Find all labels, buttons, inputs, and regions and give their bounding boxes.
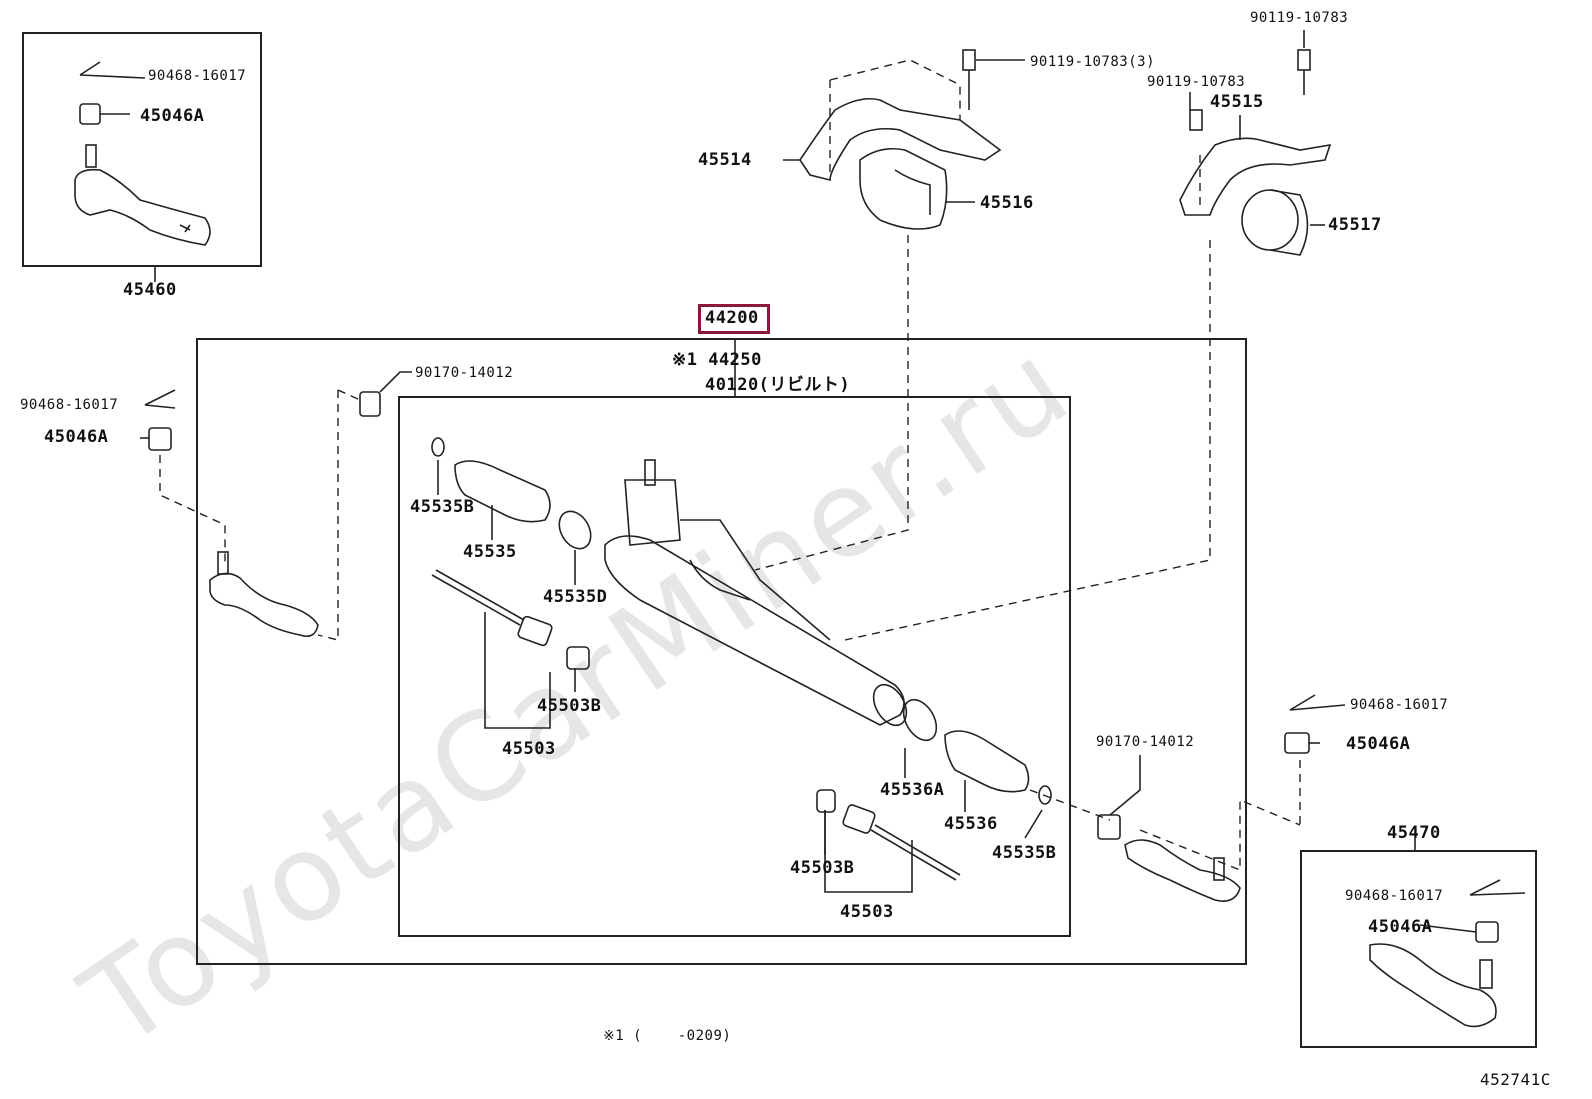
clip-left-label[interactable]: 45535B xyxy=(410,497,475,517)
left-nut-label[interactable]: 45046A xyxy=(44,427,109,447)
right-inset-title[interactable]: 45470 xyxy=(1387,823,1441,843)
bushing-right-label[interactable]: 45517 xyxy=(1328,215,1382,235)
clamp-left-label[interactable]: 45535D xyxy=(543,587,608,607)
bushing-left xyxy=(859,147,948,230)
tierod-left-label[interactable]: 45503 xyxy=(502,739,556,759)
washer-right-label[interactable]: 45503B xyxy=(790,858,855,878)
left-inset-tie-rod-end xyxy=(74,61,211,246)
assembly-inner-box xyxy=(398,396,1071,937)
right-inset-box xyxy=(1300,850,1537,1048)
boot-right-label[interactable]: 45536 xyxy=(944,814,998,834)
left-tie-rod xyxy=(431,569,590,670)
main-part-number[interactable]: 44200 xyxy=(705,308,759,328)
right-nut-label[interactable]: 45046A xyxy=(1346,734,1411,754)
bushing-left-label[interactable]: 45516 xyxy=(980,193,1034,213)
left-cotter-label[interactable]: 90468-16017 xyxy=(20,397,119,413)
diagram-code: 452741C xyxy=(1480,1070,1551,1089)
right-tie-rod xyxy=(816,789,961,881)
left-inset-cotter-label[interactable]: 90468-16017 xyxy=(148,68,247,84)
right-boot xyxy=(902,698,1052,805)
bolt-top-right-label[interactable]: 90119-10783 xyxy=(1250,10,1349,26)
bracket-right xyxy=(1179,49,1332,216)
bushing-right xyxy=(1241,189,1309,256)
highlighted-part-frame[interactable] xyxy=(698,304,770,334)
right-cotter-label[interactable]: 90468-16017 xyxy=(1350,697,1449,713)
label-44250[interactable]: ※1 44250 xyxy=(672,350,762,370)
bolt-mid-label[interactable]: 90119-10783 xyxy=(1147,74,1246,90)
footnote: ※1 ( -0209) xyxy=(603,1028,732,1044)
clip-right-label[interactable]: 45535B xyxy=(992,843,1057,863)
left-inset-nut-label[interactable]: 45046A xyxy=(140,106,205,126)
bolt-left-label[interactable]: 90119-10783(3) xyxy=(1030,54,1156,70)
tierod-right-label[interactable]: 45503 xyxy=(840,902,894,922)
boot-left-label[interactable]: 45535 xyxy=(463,542,517,562)
bracket-left xyxy=(799,49,1002,182)
right-inset-cotter-label[interactable]: 90468-16017 xyxy=(1345,888,1444,904)
left-inset-box xyxy=(22,32,262,267)
left-tie-rod-end xyxy=(144,389,381,638)
label-40120[interactable]: 40120(リビルト) xyxy=(705,375,851,395)
dashed-leaders xyxy=(159,59,1301,872)
bracket-right-label[interactable]: 45515 xyxy=(1210,92,1264,112)
assembly-outer-box xyxy=(196,338,1247,965)
left-boot xyxy=(431,437,592,550)
washer-left-label[interactable]: 45503B xyxy=(537,696,602,716)
steering-rack xyxy=(604,459,908,727)
right-nut2-label[interactable]: 90170-14012 xyxy=(1096,734,1195,750)
clamp-right-label[interactable]: 45536A xyxy=(880,780,945,800)
right-inset-nut-label[interactable]: 45046A xyxy=(1368,917,1433,937)
left-inset-title[interactable]: 45460 xyxy=(123,280,177,300)
left-nut2-label[interactable]: 90170-14012 xyxy=(415,365,514,381)
left-tierod-group-bracket xyxy=(484,612,551,729)
bracket-left-label[interactable]: 45514 xyxy=(698,150,752,170)
right-inset-tie-rod-end xyxy=(1369,879,1526,1028)
right-tie-rod-end xyxy=(1097,694,1346,902)
